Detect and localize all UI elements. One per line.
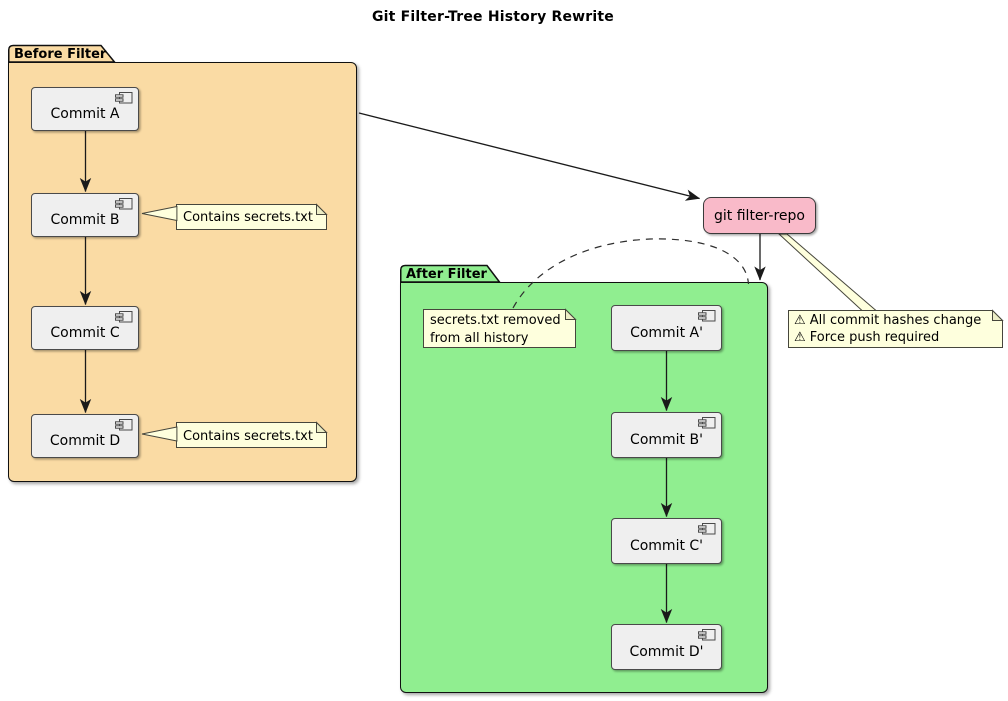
component-label: Commit C': [629, 537, 704, 554]
component-commit-a: Commit A: [31, 87, 139, 131]
warning-note-connector: [777, 233, 878, 311]
note-line: secrets.txt removed: [430, 313, 561, 328]
note-warning-fold: [992, 309, 1004, 321]
component-label: Commit B': [630, 431, 703, 448]
note-commit-d-text: Contains secrets.txt: [183, 429, 313, 444]
component-label: Commit C: [50, 324, 120, 341]
note-line: ⚠ All commit hashes change: [794, 313, 982, 328]
component-label: Commit D: [49, 432, 121, 449]
note-secrets-removed-text: secrets.txt removed from all history: [430, 312, 561, 347]
component-label: Commit B: [50, 211, 120, 228]
component-commit-d: Commit D: [31, 414, 139, 458]
component-icon: [698, 523, 716, 535]
component-commit-b-prime: Commit B': [611, 412, 722, 458]
arrow-before-to-filter-repo: [358, 112, 701, 201]
component-label: Commit D': [629, 643, 704, 660]
component-icon: [698, 629, 716, 641]
component-icon: [698, 310, 716, 322]
package-before-filter-label: Before Filter: [14, 47, 107, 62]
component-label: Commit A: [50, 105, 120, 122]
node-label: git filter-repo: [714, 207, 805, 224]
diagram-title: Git Filter-Tree History Rewrite: [371, 9, 614, 25]
note-commit-b-text: Contains secrets.txt: [183, 210, 313, 225]
component-commit-c: Commit C: [31, 306, 139, 350]
component-icon: [115, 198, 133, 210]
component-commit-a-prime: Commit A': [611, 305, 722, 351]
component-icon: [115, 92, 133, 104]
component-commit-c-prime: Commit C': [611, 518, 722, 564]
package-before-filter-body: [8, 62, 357, 482]
node-git-filter-repo: git filter-repo: [703, 197, 816, 234]
component-icon: [698, 417, 716, 429]
component-icon: [115, 311, 133, 323]
component-label: Commit A': [630, 324, 703, 341]
component-commit-d-prime: Commit D': [611, 624, 722, 670]
component-icon: [115, 419, 133, 431]
note-line: ⚠ Force push required: [794, 329, 940, 345]
package-after-filter-label: After Filter: [406, 267, 487, 282]
component-commit-b: Commit B: [31, 193, 139, 237]
note-warning-text: ⚠ All commit hashes change ⚠ Force push …: [794, 313, 981, 346]
note-line: from all history: [430, 330, 529, 346]
